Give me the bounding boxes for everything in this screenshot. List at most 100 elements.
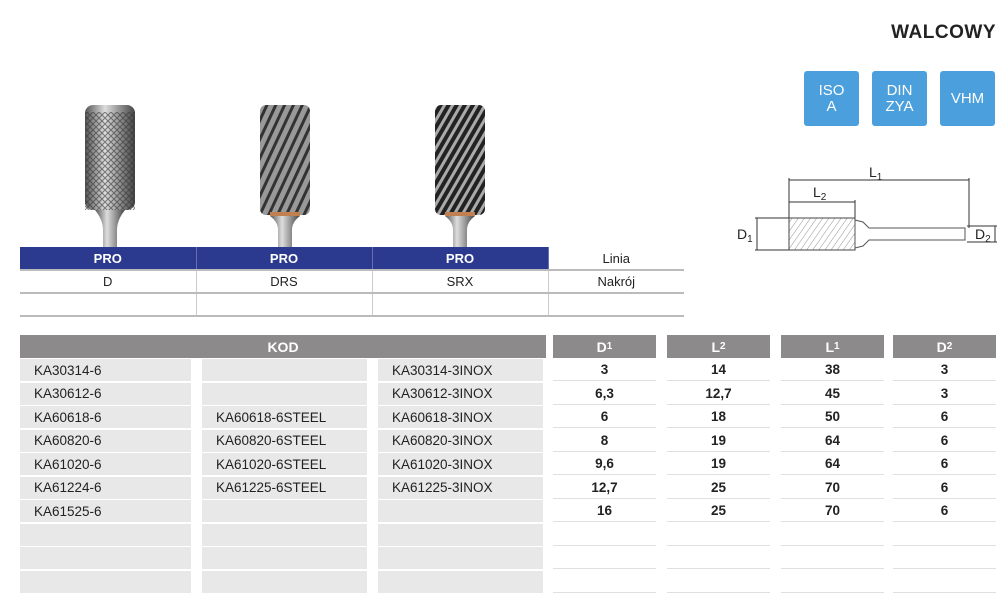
dim-cell — [893, 547, 996, 569]
dim-cell: 8 — [553, 430, 656, 452]
kod-header: KOD — [20, 335, 546, 358]
dim-cell: 14 — [667, 359, 770, 381]
burr-srx-image — [435, 105, 485, 250]
dim-letter: D — [596, 338, 607, 355]
line-cell: PRO — [20, 247, 197, 271]
dim-cell — [781, 547, 884, 569]
dim-cell: 6 — [893, 453, 996, 475]
dim-cell: 45 — [781, 383, 884, 405]
code-cell — [378, 500, 543, 522]
badge-vhm: VHM — [940, 71, 995, 126]
dim-letter: L — [825, 338, 834, 355]
dim-cell: 38 — [781, 359, 884, 381]
dim-cell: 19 — [667, 453, 770, 475]
dim-cell: 25 — [667, 477, 770, 499]
code-cell — [202, 547, 367, 569]
dim-cell — [667, 524, 770, 546]
code-cell — [202, 359, 367, 381]
dim-cell: 18 — [667, 406, 770, 428]
dim-cell — [553, 524, 656, 546]
badge-line: ISO — [818, 81, 845, 99]
burr-drs-image — [260, 105, 310, 250]
l1-sub: 1 — [876, 172, 883, 183]
dim-sub: 2 — [720, 341, 726, 352]
page-title: WALCOWY — [891, 22, 996, 43]
d2-label: D2 — [975, 226, 991, 245]
code-cell: KA61224-6 — [20, 476, 191, 499]
dim-cell: 70 — [781, 477, 884, 499]
dim-cell: 6 — [893, 500, 996, 522]
code-cell — [20, 523, 191, 546]
code-cell: KA30314-6 — [20, 359, 191, 381]
dim-cell: 64 — [781, 430, 884, 452]
dim-cell: 16 — [553, 500, 656, 522]
code-cell — [20, 570, 191, 593]
badge-line: A — [826, 97, 837, 115]
dim-cell: 64 — [781, 453, 884, 475]
dim-cell — [553, 547, 656, 569]
dim-cell: 6 — [553, 406, 656, 428]
d2-letter: D — [975, 226, 986, 242]
badge-line: ZYA — [885, 97, 914, 115]
line-cell: PRO — [196, 247, 373, 271]
code-cell: KA30612-6 — [20, 382, 191, 405]
code-cell: KA30612-3INOX — [378, 382, 543, 405]
code-cell — [202, 500, 367, 522]
code-cell — [378, 547, 543, 569]
badge-line: VHM — [950, 89, 985, 107]
dim-cell — [893, 571, 996, 593]
dim-cell — [667, 571, 770, 593]
code-cell: KA60618-6 — [20, 406, 191, 428]
cut-cell: DRS — [196, 270, 373, 294]
code-cell: KA60618-3INOX — [378, 406, 543, 428]
code-cell: KA60618-6STEEL — [202, 406, 367, 428]
dim-cell: 6,3 — [553, 383, 656, 405]
dim-cell: 3 — [893, 383, 996, 405]
dim-letter: L — [711, 338, 720, 355]
dim-cell — [667, 547, 770, 569]
dim-sub: 1 — [834, 341, 840, 352]
code-cell: KA61225-6STEEL — [202, 476, 367, 499]
d1-letter: D — [737, 226, 748, 242]
dim-cell: 6 — [893, 477, 996, 499]
d1-sub: 1 — [747, 234, 753, 245]
cut-cell: SRX — [372, 270, 549, 294]
code-cell: KA61225-3INOX — [378, 476, 543, 499]
d2-sub: 2 — [985, 234, 991, 245]
d1-label: D1 — [737, 226, 753, 245]
empty-cell — [548, 293, 684, 317]
dim-sub: 1 — [606, 341, 613, 352]
dim-cell: 9,6 — [553, 453, 656, 475]
code-cell — [20, 547, 191, 569]
dim-cell: 70 — [781, 500, 884, 522]
dim-sub: 2 — [946, 341, 953, 352]
code-cell — [378, 570, 543, 593]
dim-cell — [781, 571, 884, 593]
code-cell — [202, 382, 367, 405]
code-cell: KA60820-6 — [20, 429, 191, 452]
line-label: Linia — [548, 247, 684, 271]
line-cell: PRO — [372, 247, 549, 271]
dim-cell: 3 — [553, 359, 656, 381]
dim-letter: D — [936, 338, 947, 355]
l2-sub: 2 — [820, 192, 827, 203]
l1-letter: L — [869, 164, 877, 180]
l1-label: L1 — [869, 164, 882, 183]
dim-cell: 50 — [781, 406, 884, 428]
dim-cell: 3 — [893, 359, 996, 381]
cut-cell: D — [20, 270, 197, 294]
dim-cell: 19 — [667, 430, 770, 452]
dim-cell — [553, 571, 656, 593]
code-cell — [378, 523, 543, 546]
code-cell: KA61020-6 — [20, 453, 191, 475]
dim-cell: 25 — [667, 500, 770, 522]
code-cell: KA30314-3INOX — [378, 359, 543, 381]
line-table: PRO PRO PRO Linia D DRS SRX Nakrój — [20, 247, 684, 317]
dim-cell — [781, 524, 884, 546]
dim-cell — [893, 524, 996, 546]
